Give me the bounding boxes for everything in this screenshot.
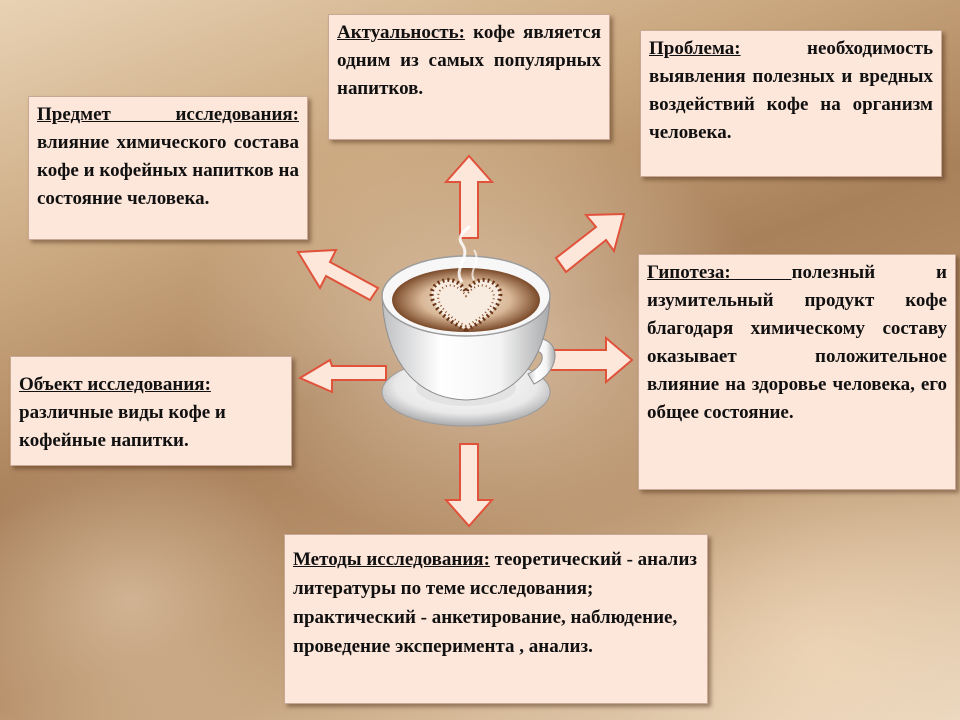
subject-box: Предмет исследования: влияние химическог… <box>28 96 308 240</box>
relevance-box: Актуальность: кофе является одним из сам… <box>328 14 610 140</box>
arrow-up-left-icon <box>296 248 380 302</box>
problem-heading: Проблема: <box>649 38 741 59</box>
arrow-left-icon <box>297 358 387 394</box>
object-box: Объект исследования: различные виды кофе… <box>10 356 292 466</box>
arrow-up-right-icon <box>554 212 626 274</box>
subject-heading: Предмет исследования: <box>37 104 299 125</box>
relevance-heading: Актуальность: <box>337 22 465 43</box>
coffee-cup-icon <box>381 224 556 427</box>
arrow-up-icon <box>443 154 495 239</box>
methods-box: Методы исследования: теоретический - ана… <box>284 534 708 704</box>
problem-box: Проблема: необходимость выявления полезн… <box>640 30 942 177</box>
methods-heading: Методы исследования: <box>293 549 490 570</box>
arrow-right-icon <box>547 335 634 385</box>
subject-text: влияние химического состава кофе и кофей… <box>37 132 299 209</box>
hypothesis-heading: Гипотеза: <box>647 262 792 283</box>
hypothesis-text: полезный и изумительный продукт кофе бла… <box>647 262 947 423</box>
object-text: различные виды кофе и кофейные напитки. <box>19 402 226 451</box>
arrow-down-icon <box>443 443 495 528</box>
problem-text: необходимость выявления полезных и вредн… <box>649 38 933 143</box>
methods-text: теоретический - анализ литературы по тем… <box>293 549 698 657</box>
relevance-text: кофе является одним из самых популярных … <box>337 22 601 99</box>
hypothesis-box: Гипотеза: полезный и изумительный продук… <box>638 254 956 490</box>
object-heading: Объект исследования: <box>19 374 211 395</box>
